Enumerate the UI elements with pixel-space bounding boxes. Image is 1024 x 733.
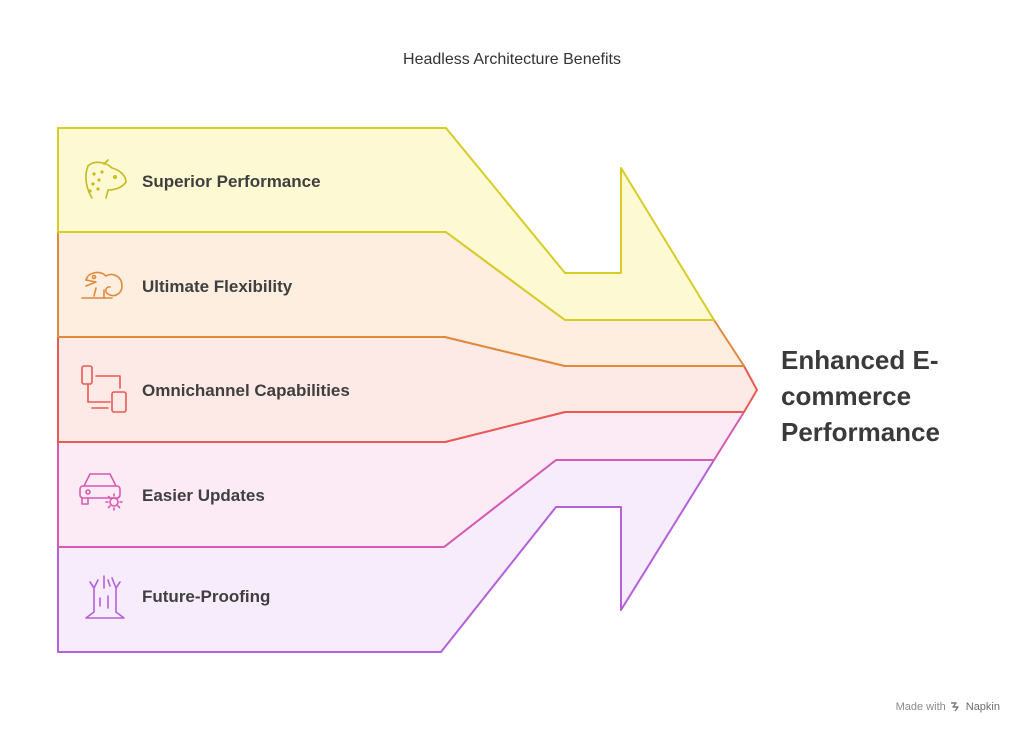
footer-brand: Napkin bbox=[965, 701, 1000, 713]
result-text: Enhanced E- commerce Performance bbox=[781, 345, 940, 447]
footer-watermark: Made with Napkin bbox=[896, 701, 1000, 713]
cheetah-icon bbox=[85, 159, 127, 199]
band-superior-performance bbox=[57, 127, 715, 321]
napkin-logo-icon bbox=[950, 702, 959, 712]
band-label-ultimate-flexibility: Ultimate Flexibility bbox=[142, 277, 293, 296]
tree-stump-icon bbox=[85, 575, 125, 619]
result-line-1: Enhanced E- bbox=[781, 345, 938, 375]
band-shape bbox=[57, 127, 715, 321]
diagram-title: Headless Architecture Benefits bbox=[403, 51, 621, 68]
chameleon-icon bbox=[81, 271, 123, 299]
band-label-future-proofing: Future-Proofing bbox=[142, 587, 270, 606]
devices-icon bbox=[81, 365, 127, 413]
band-label-easier-updates: Easier Updates bbox=[142, 486, 265, 505]
result-line-2: commerce bbox=[781, 381, 911, 411]
band-label-superior-performance: Superior Performance bbox=[142, 172, 321, 191]
footer-prefix: Made with bbox=[895, 701, 946, 713]
band-label-omnichannel-capabilities: Omnichannel Capabilities bbox=[142, 381, 350, 400]
car-gear-icon bbox=[79, 473, 123, 511]
result-line-3: Performance bbox=[781, 417, 940, 447]
